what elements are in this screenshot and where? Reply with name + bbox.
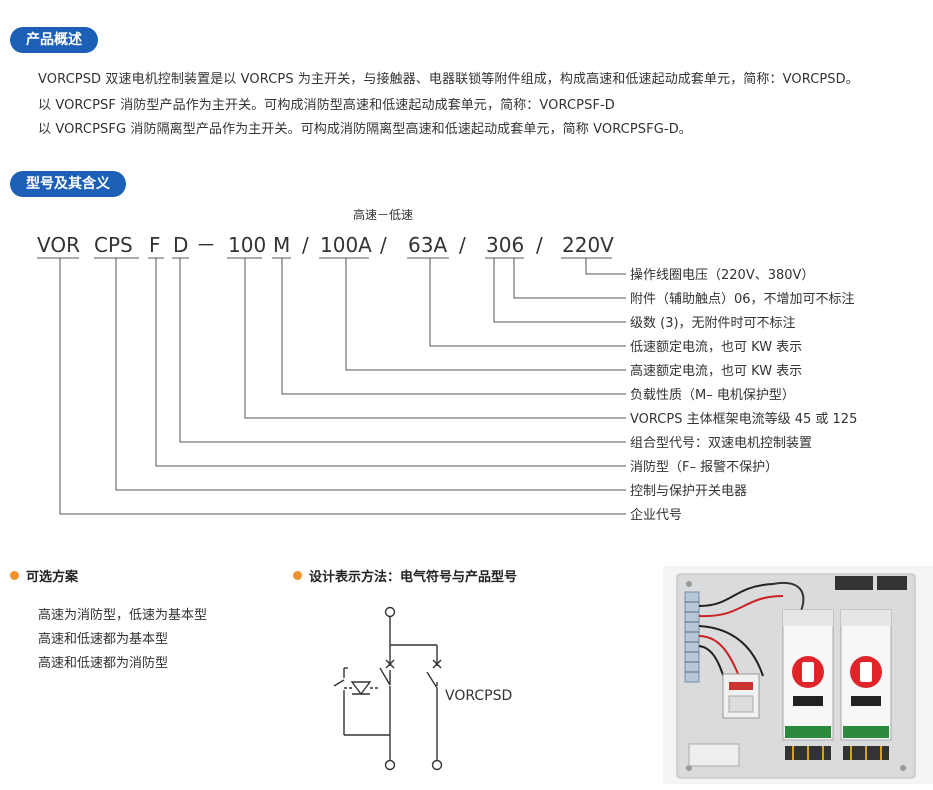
meaning-company-code: 企业代号 xyxy=(630,507,682,523)
code-vor: VOR xyxy=(37,233,80,257)
overview-line-1: VORCPSD 双速电机控制装置是以 VORCPS 为主开关，与接触器、电器联锁… xyxy=(38,72,859,87)
code-cps: CPS xyxy=(94,233,133,257)
code-306: 306 xyxy=(486,233,524,257)
code-f: F xyxy=(149,233,161,257)
meaning-coil-voltage: 操作线圈电压（220V、380V） xyxy=(630,267,814,283)
switch-unit-left xyxy=(782,609,834,741)
product-photo xyxy=(663,566,933,784)
meaning-frame-current: VORCPS 主体框架电流等级 45 或 125 xyxy=(630,411,857,427)
leader-lines xyxy=(59,258,626,515)
section-title-model: 型号及其含义 xyxy=(10,171,126,197)
meaning-combination-code: 组合型代号：双速电机控制装置 xyxy=(630,436,812,451)
meaning-poles: 级数 (3)，无附件时可不标注 xyxy=(630,316,796,331)
overview-line-3: 以 VORCPSFG 消防隔离型产品作为主开关。可构成消防隔离型高速和低速起动成… xyxy=(38,122,692,137)
code-63a: 63A xyxy=(408,233,447,257)
code-slash-4: / xyxy=(536,233,543,257)
design-bullet-icon xyxy=(293,571,302,580)
meaning-high-speed-current: 高速额定电流，也可 KW 表示 xyxy=(630,363,802,379)
option-item-1: 高速为消防型，低速为基本型 xyxy=(38,608,208,623)
speed-note: 高速－低速 xyxy=(353,207,413,222)
design-title: 设计表示方法：电气符号与产品型号 xyxy=(309,570,518,585)
code-slash-3: / xyxy=(459,233,466,257)
code-dash: － xyxy=(196,233,216,257)
options-bullet-icon xyxy=(10,571,19,580)
switch-unit-right xyxy=(840,609,892,741)
meaning-fire-type: 消防型（F– 报警不保护） xyxy=(630,459,778,475)
section-title-overview: 产品概述 xyxy=(10,27,98,53)
code-d: D xyxy=(173,233,188,257)
model-code-diagram: 高速－低速 VOR CPS F D － 100 M / 100A / 63A /… xyxy=(37,207,857,523)
meaning-device: 控制与保护开关电器 xyxy=(630,484,747,499)
option-item-2: 高速和低速都为基本型 xyxy=(38,632,169,647)
code-m: M xyxy=(273,233,290,257)
terminal-strip xyxy=(684,591,700,683)
symbol-label: VORCPSD xyxy=(445,688,512,704)
code-slash-2: / xyxy=(380,233,387,257)
code-220v: 220V xyxy=(562,233,614,257)
meaning-accessory: 附件（辅助触点）06，不增加可不标注 xyxy=(630,292,855,307)
code-slash-1: / xyxy=(302,233,309,257)
electrical-symbol: VORCPSD xyxy=(333,606,512,771)
meaning-low-speed-current: 低速额定电流，也可 KW 表示 xyxy=(630,340,802,355)
options-title: 可选方案 xyxy=(26,570,79,585)
overview-line-2: 以 VORCPSF 消防型产品作为主开关。可构成消防型高速和低速起动成套单元，简… xyxy=(38,98,615,113)
code-100a: 100A xyxy=(320,233,372,257)
meaning-load-type: 负载性质（M– 电机保护型） xyxy=(630,388,795,403)
option-item-3: 高速和低速都为消防型 xyxy=(38,656,169,671)
code-100: 100 xyxy=(228,233,266,257)
